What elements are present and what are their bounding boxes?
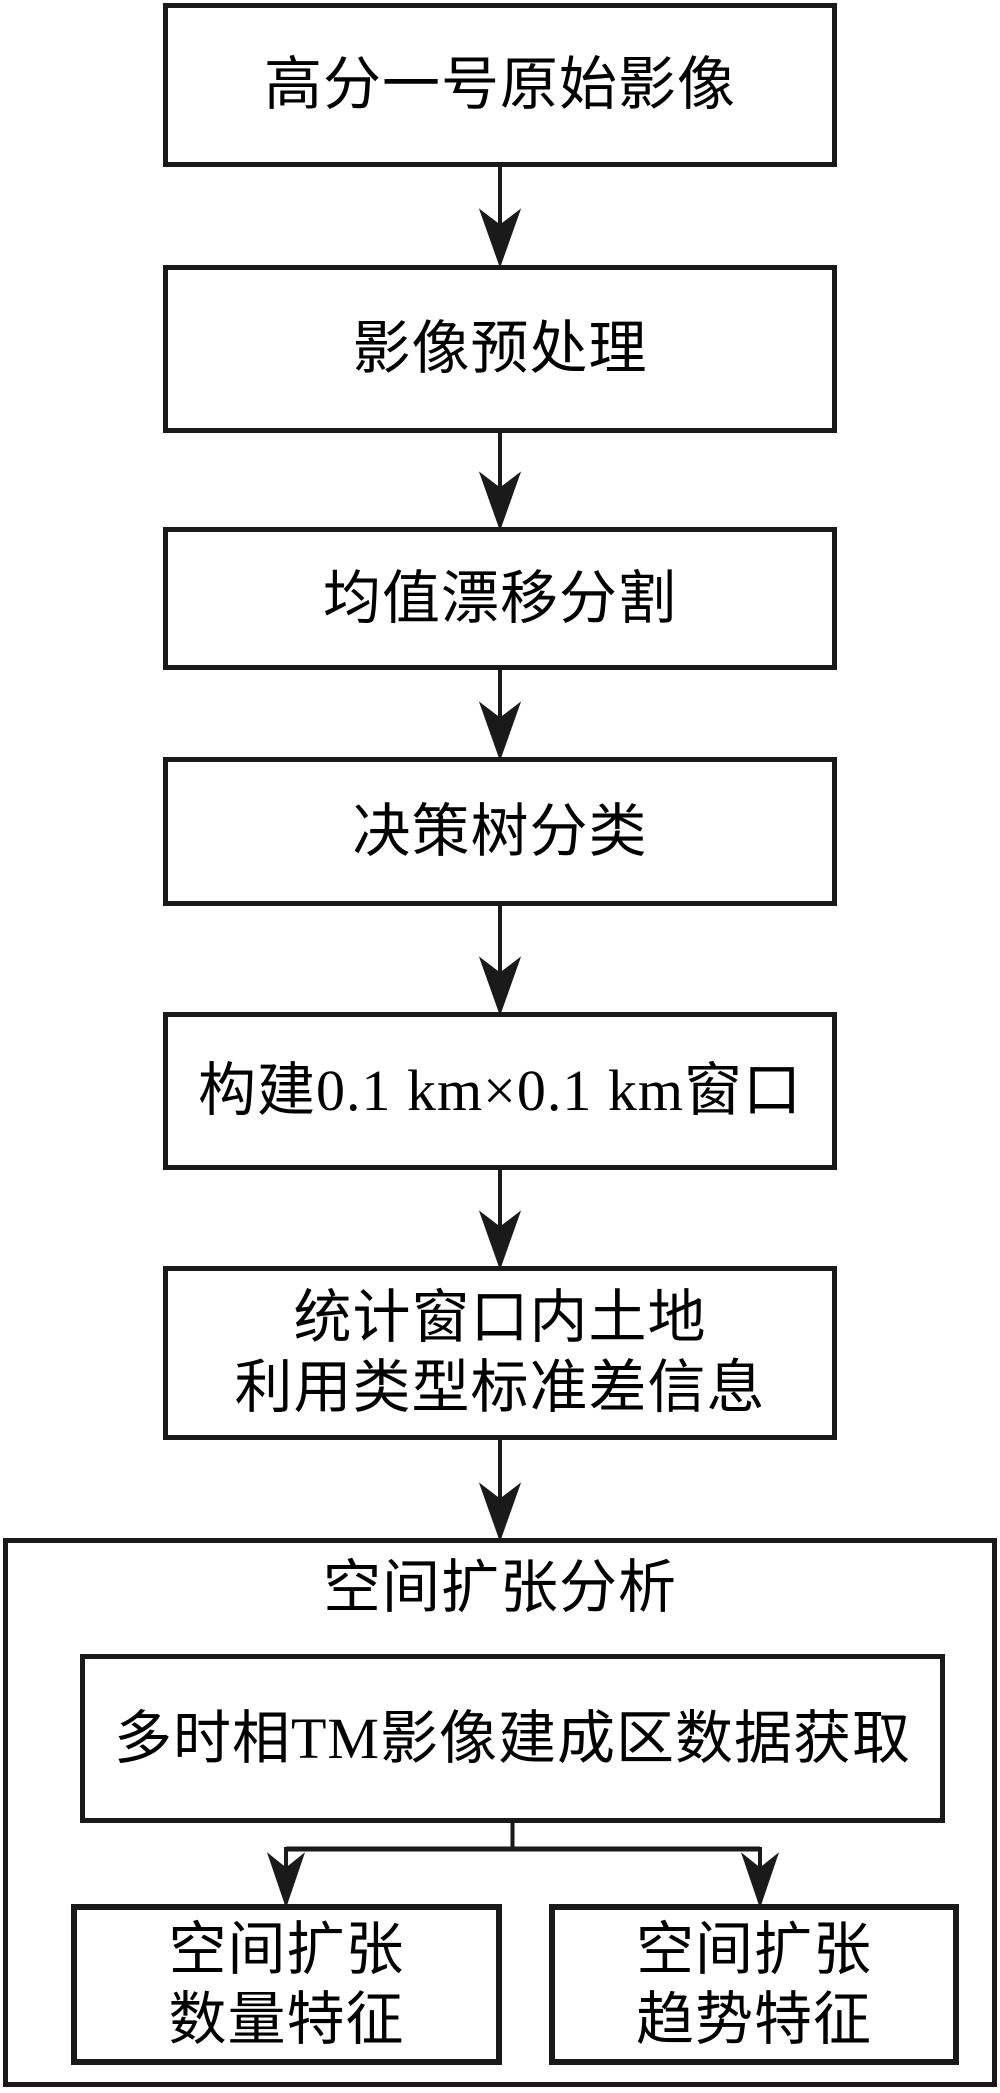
node-window-stats: 统计窗口内土地 利用类型标准差信息: [163, 1266, 837, 1440]
node-label-line2: 利用类型标准差信息: [234, 1355, 766, 1420]
node-label: 构建0.1 km×0.1 km窗口: [198, 1058, 802, 1124]
arrowhead-icon: [478, 1482, 522, 1542]
node-label-line1: 统计窗口内土地: [293, 1285, 707, 1351]
node-label-line2: 数量特征: [168, 1986, 405, 2052]
node-label: 均值漂移分割: [322, 565, 677, 631]
arrowhead-icon: [478, 701, 522, 761]
group-spatial-expansion-analysis: [3, 1538, 997, 2087]
arrowhead-icon: [478, 208, 522, 268]
node-label: 影像预处理: [352, 316, 648, 382]
node-mean-shift-segmentation: 均值漂移分割: [163, 527, 837, 670]
arrowhead-icon: [478, 956, 522, 1016]
arrow-1: [478, 166, 522, 268]
arrow-4: [478, 905, 522, 1016]
group-title: 空间扩张分析: [322, 1555, 677, 1620]
node-label: 多时相TM影像建成区数据获取: [113, 1705, 911, 1771]
arrow-2: [478, 432, 522, 531]
node-expansion-quantity: 空间扩张 数量特征: [71, 1904, 502, 2065]
node-decision-tree-classification: 决策树分类: [163, 757, 837, 906]
arrow-6: [478, 1439, 522, 1542]
node-gf1-source-image: 高分一号原始影像: [163, 3, 837, 167]
node-label: 高分一号原始影像: [263, 52, 736, 118]
node-label-line1: 空间扩张: [635, 1916, 872, 1982]
node-window-construction: 构建0.1 km×0.1 km窗口: [163, 1012, 837, 1170]
arrowhead-icon: [478, 471, 522, 531]
node-label-line1: 空间扩张: [168, 1916, 405, 1982]
arrow-5: [478, 1169, 522, 1270]
node-expansion-trend: 空间扩张 趋势特征: [549, 1904, 959, 2065]
node-label: 决策树分类: [352, 798, 648, 864]
node-label-line2: 趋势特征: [635, 1986, 872, 2052]
arrowhead-icon: [478, 1210, 522, 1270]
node-image-preprocessing: 影像预处理: [163, 265, 837, 433]
arrow-3: [478, 669, 522, 761]
node-tm-builtup-data: 多时相TM影像建成区数据获取: [80, 1654, 945, 1823]
